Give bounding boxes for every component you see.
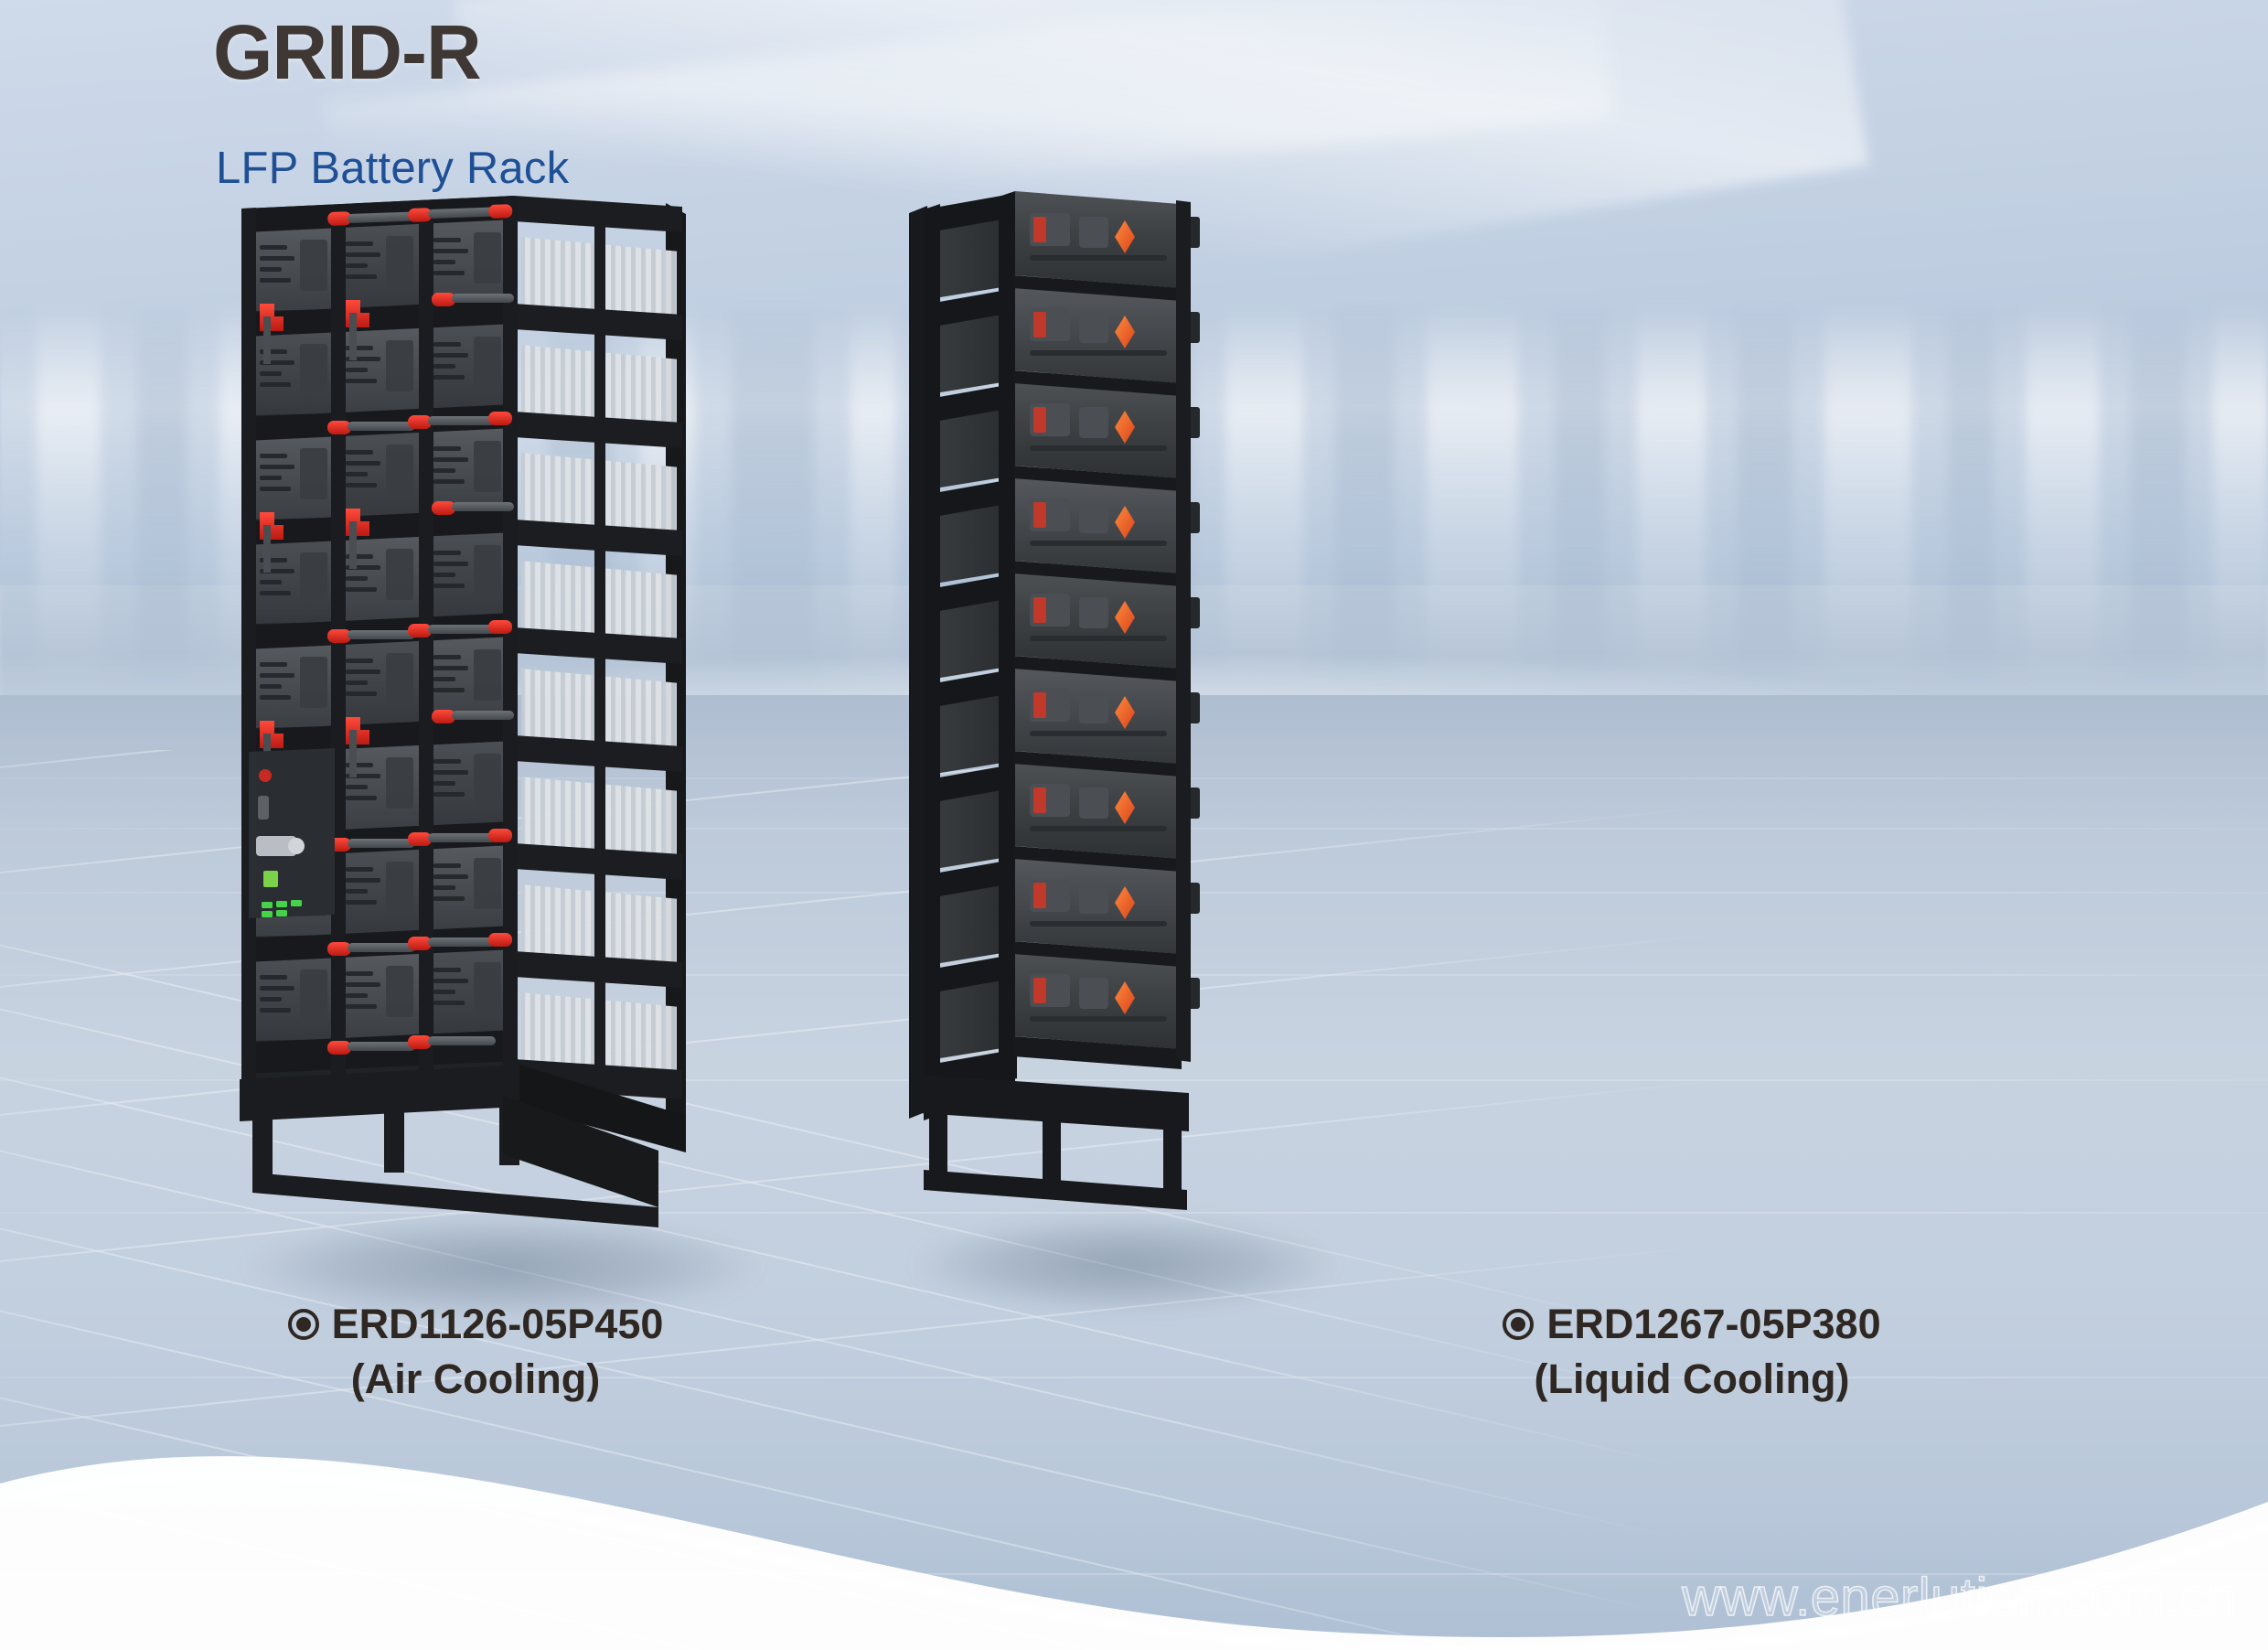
page-title: GRID-R [213,9,482,95]
product-image-air-cooling [229,155,713,1280]
bms-control-cabinet-air [249,748,335,918]
rack-right-side-air [514,196,686,1125]
filled-ring-bullet-icon [287,1308,319,1340]
rack-base-air [240,1065,686,1227]
product-caption-air-cooling: ERD1126-05P450 (Air Cooling) [183,1297,768,1407]
watermark-url: www.enerlution.com.cn [1681,1567,2237,1628]
product-cooling-liquid: (Liquid Cooling) [1534,1355,1850,1402]
page-subtitle: LFP Battery Rack [216,144,570,193]
rack-front-face-air [241,196,518,1096]
product-model-air: ERD1126-05P450 [331,1301,664,1347]
connector-terminals-air [260,204,514,1055]
product-cooling-air: (Air Cooling) [350,1355,601,1402]
rack-base-liquid [920,1075,1189,1210]
rack-shadow-air [247,1216,759,1317]
product-caption-liquid-cooling: ERD1267-05P380 (Liquid Cooling) [1399,1297,1984,1407]
rack-front-face-liquid [1013,191,1200,1069]
filled-ring-bullet-icon [1503,1308,1535,1340]
rack-shadow-liquid [915,1216,1335,1312]
product-model-liquid: ERD1267-05P380 [1546,1301,1881,1347]
background-bottom-wave [0,1456,2268,1650]
product-image-liquid-cooling [896,160,1235,1258]
rack-left-side-liquid [909,191,1017,1120]
